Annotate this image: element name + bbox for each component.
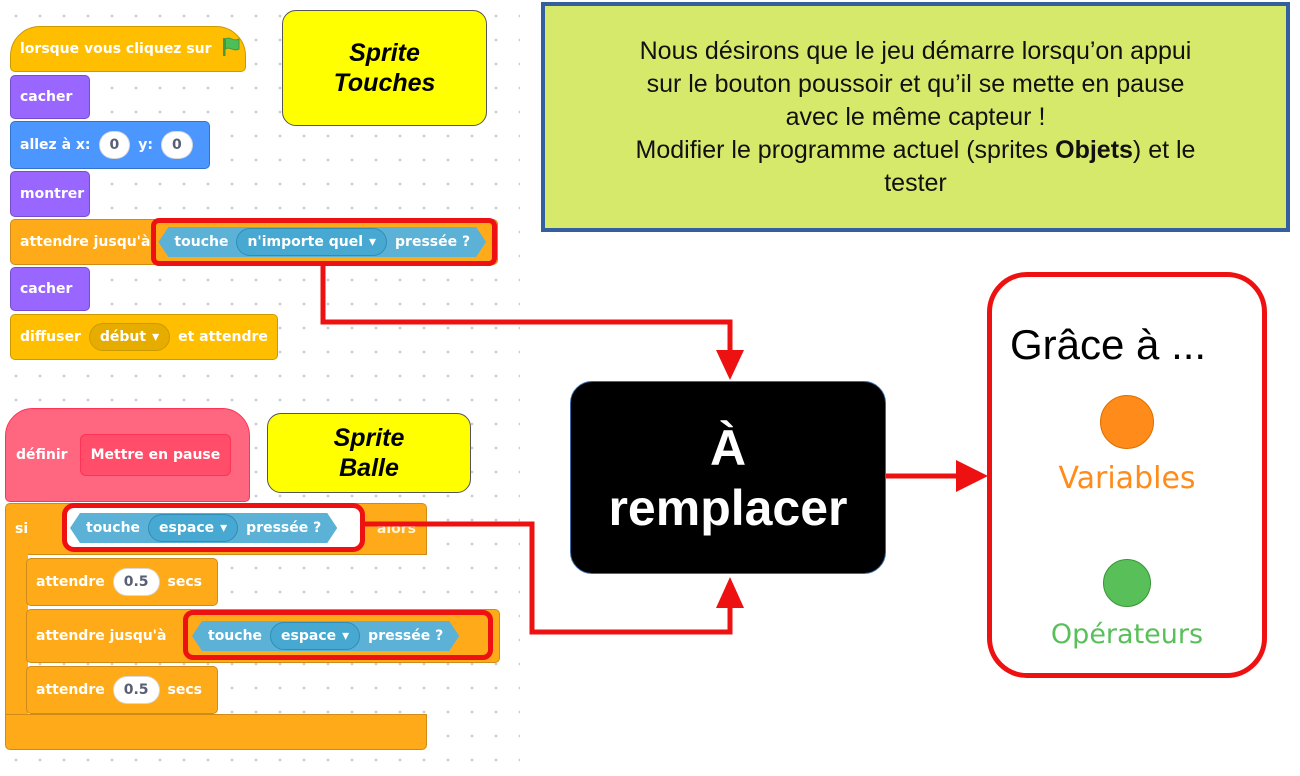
wait-until-label-2: attendre jusqu'à: [36, 628, 167, 644]
wait-block[interactable]: attendre 0.5 secs: [26, 558, 218, 606]
variables-label: Variables: [1058, 461, 1196, 496]
key-label: touche: [174, 234, 229, 250]
pressed-label-2: pressée ?: [246, 520, 322, 536]
grace-box: Grâce à ... Variables Opérateurs: [987, 272, 1267, 678]
replace-line-1: À: [709, 419, 747, 476]
key-pressed-condition-2[interactable]: touche espace ▾ pressée ?: [70, 513, 337, 543]
operators-circle-icon: [1103, 559, 1151, 607]
y-input[interactable]: 0: [161, 131, 193, 159]
x-input[interactable]: 0: [98, 131, 131, 159]
dropdown-arrow-icon: ▾: [369, 234, 377, 250]
pressed-label-3: pressée ?: [368, 628, 444, 644]
and-wait-label: et attendre: [178, 329, 268, 345]
show-block[interactable]: montrer: [10, 171, 90, 217]
sprite-touches-line2: Touches: [333, 69, 436, 97]
instructions-line-5: tester: [884, 168, 947, 197]
when-flag-clicked-block[interactable]: lorsque vous cliquez sur: [10, 26, 246, 72]
wait-block-2[interactable]: attendre 0.5 secs: [26, 666, 218, 714]
arrowhead-right-icon: [956, 460, 988, 492]
wait-label-2: attendre: [36, 682, 105, 698]
secs-label: secs: [167, 574, 202, 590]
operators-category[interactable]: Opérateurs: [992, 559, 1262, 650]
instructions-line-2: sur le bouton poussoir et qu’il se mette…: [646, 69, 1185, 98]
pressed-label: pressée ?: [395, 234, 471, 250]
if-block-footer: [5, 714, 427, 750]
show-label: montrer: [20, 186, 85, 202]
grace-title: Grâce à ...: [1010, 321, 1207, 368]
broadcast-label: diffuser: [20, 329, 81, 345]
sprite-touches-label: Sprite Touches: [282, 10, 487, 126]
key-dropdown-3[interactable]: espace ▾: [270, 622, 360, 650]
key-value-2: espace: [159, 520, 215, 536]
highlight-box-3: [183, 610, 493, 660]
dropdown-arrow-icon: ▾: [152, 329, 160, 345]
wait-seconds-input-2[interactable]: 0.5: [112, 676, 160, 704]
key-pressed-condition-3[interactable]: touche espace ▾ pressée ?: [192, 621, 459, 651]
variables-circle-icon: [1100, 395, 1154, 449]
replace-box: À remplacer: [570, 381, 886, 574]
procedure-name: Mettre en pause: [79, 434, 232, 476]
instructions-box: Nous désirons que le jeu démarre lorsqu’…: [541, 2, 1290, 232]
key-dropdown[interactable]: n'importe quel ▾: [236, 228, 387, 256]
dropdown-arrow-icon: ▾: [342, 628, 350, 644]
if-block-arm: [5, 553, 28, 718]
dropdown-arrow-icon: ▾: [220, 520, 228, 536]
instructions-line-1: Nous désirons que le jeu démarre lorsqu’…: [639, 36, 1192, 65]
hide-label: cacher: [20, 89, 73, 105]
wait-until-label: attendre jusqu'à: [20, 234, 151, 250]
go-to-y-label: y:: [138, 137, 153, 153]
if-label: si: [15, 521, 29, 537]
key-value: n'importe quel: [247, 234, 363, 250]
key-pressed-condition[interactable]: touche n'importe quel ▾ pressée ?: [158, 227, 486, 257]
arrowhead-up-icon: [716, 577, 744, 608]
when-flag-label: lorsque vous cliquez sur: [20, 41, 212, 57]
broadcast-message-dropdown[interactable]: début ▾: [88, 323, 171, 351]
instructions-line-3: avec le même capteur !: [785, 102, 1046, 131]
wait-label: attendre: [36, 574, 105, 590]
instructions-line-4-post: ) et le: [1132, 135, 1196, 164]
then-label: alors: [376, 521, 416, 537]
define-block[interactable]: définir Mettre en pause: [5, 408, 250, 502]
go-to-x-label: allez à x:: [20, 137, 91, 153]
wait-seconds-input[interactable]: 0.5: [112, 568, 160, 596]
key-value-3: espace: [281, 628, 337, 644]
arrowhead-down-icon: [716, 350, 744, 380]
secs-label-2: secs: [167, 682, 202, 698]
instructions-objets: Objets: [1055, 135, 1133, 164]
key-dropdown-2[interactable]: espace ▾: [148, 514, 238, 542]
broadcast-and-wait-block[interactable]: diffuser début ▾ et attendre: [10, 314, 278, 360]
instructions-line-4-pre: Modifier le programme actuel (sprites: [635, 135, 1056, 164]
key-label-3: touche: [208, 628, 263, 644]
replace-line-2: remplacer: [608, 479, 848, 536]
wait-until-block[interactable]: attendre jusqu'à touche n'importe quel ▾ …: [10, 219, 498, 265]
green-flag-icon: [220, 36, 242, 62]
broadcast-message-value: début: [99, 329, 147, 345]
hide-label-2: cacher: [20, 281, 73, 297]
highlight-box-1: [151, 218, 497, 266]
operators-label: Opérateurs: [1050, 619, 1204, 650]
sprite-balle-line2: Balle: [339, 454, 399, 482]
variables-category[interactable]: Variables: [992, 395, 1262, 496]
sprite-touches-line1: Sprite: [349, 39, 420, 67]
instructions-text: Nous désirons que le jeu démarre lorsqu’…: [636, 35, 1196, 200]
hide-block-2[interactable]: cacher: [10, 267, 90, 311]
instructions-line-4: Modifier le programme actuel (sprites Ob…: [636, 134, 1196, 167]
define-label: définir: [16, 447, 68, 463]
sprite-balle-label: Sprite Balle: [267, 413, 471, 493]
hide-block[interactable]: cacher: [10, 75, 90, 119]
go-to-xy-block[interactable]: allez à x: 0 y: 0: [10, 121, 210, 169]
sprite-balle-line1: Sprite: [333, 424, 405, 452]
key-label-2: touche: [86, 520, 141, 536]
